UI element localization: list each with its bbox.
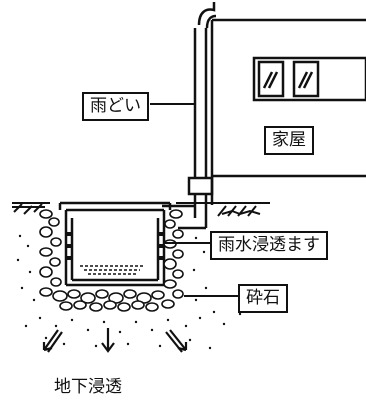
ground-surface (12, 202, 270, 217)
label-downspout: 雨どい (82, 92, 149, 121)
arrow-right-inner (165, 331, 183, 353)
basin-perforations (66, 232, 164, 260)
label-infiltration-basin: 雨水浸透ます (210, 231, 328, 260)
house-outline (210, 18, 366, 205)
arrow-center (101, 328, 115, 353)
arrow-left-inner (47, 331, 63, 353)
leader-lines (150, 103, 238, 297)
crushed-stone (39, 209, 184, 312)
soil-stipple (16, 234, 242, 350)
label-house: 家屋 (264, 126, 314, 155)
label-ground-infiltration: 地下浸透 (54, 377, 122, 397)
infiltration-basin (58, 201, 172, 287)
downspout-pipe (162, 2, 217, 230)
label-crushed-stone: 砕石 (238, 284, 288, 313)
house-windows (252, 56, 366, 102)
water-level (80, 265, 144, 275)
infiltration-arrows (42, 328, 188, 353)
